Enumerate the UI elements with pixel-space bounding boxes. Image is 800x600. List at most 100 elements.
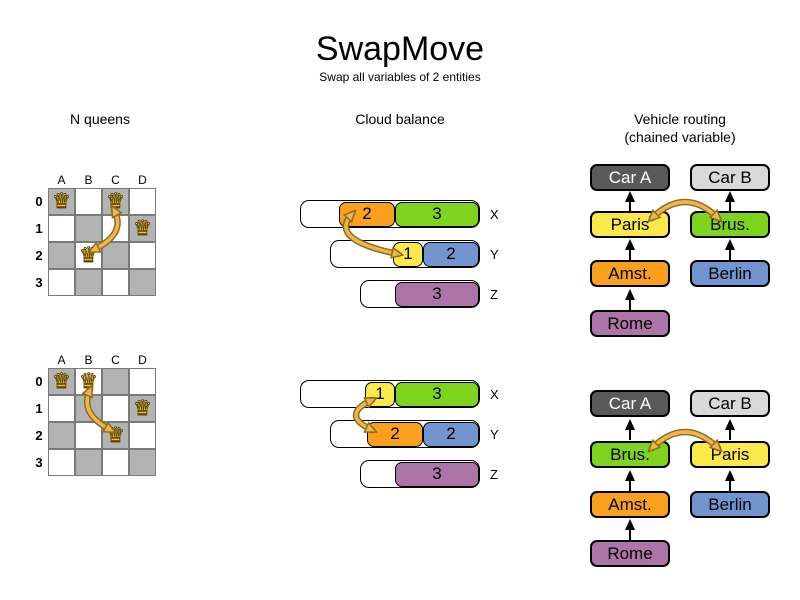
queen-icon: ♛: [52, 190, 72, 214]
row-label: 1: [35, 221, 43, 236]
board-cell: [75, 269, 102, 296]
queen-icon: ♛: [79, 370, 99, 394]
vehicle-box-city: Paris: [590, 211, 670, 238]
cloud-bar-z-after: 3: [360, 460, 480, 488]
col-label: A: [57, 353, 66, 367]
vehicle-header-line2: (chained variable): [624, 129, 736, 145]
queen-icon: ♛: [106, 190, 126, 214]
board-cell: ♛: [75, 368, 102, 395]
row-label: 2: [35, 428, 43, 443]
board-col-labels: A B C D: [48, 352, 156, 368]
queen-icon: ♛: [133, 217, 153, 241]
chain-arrow-icon: [625, 289, 635, 310]
col-label: C: [111, 173, 120, 187]
nqueens-board-before: A B C D 0 ♛ ♛ 1 ♛ 2 ♛: [30, 172, 156, 296]
col-label: D: [138, 353, 147, 367]
process-block: 1: [393, 241, 423, 267]
board-cell: ♛: [75, 242, 102, 269]
board-col-labels: A B C D: [48, 172, 156, 188]
computer-label: Y: [490, 427, 499, 442]
board-cell: [129, 269, 156, 296]
computer-label: X: [490, 387, 499, 402]
col-label: D: [138, 173, 147, 187]
vehicle-box-city: Paris: [690, 441, 770, 468]
board-cell: [102, 395, 129, 422]
queen-icon: ♛: [79, 244, 99, 268]
queen-icon: ♛: [52, 370, 72, 394]
computer-label: Z: [490, 467, 498, 482]
cloud-header: Cloud balance: [355, 111, 445, 127]
chain-arrow-icon: [625, 191, 635, 212]
board-cell: [102, 269, 129, 296]
board-cell: [48, 242, 75, 269]
board-cell: [48, 395, 75, 422]
process-block: 3: [395, 381, 479, 407]
chain-arrow-icon: [625, 519, 635, 540]
vehicle-box-city: Berlin: [690, 260, 770, 287]
chain-arrow-icon: [725, 191, 735, 212]
col-label: B: [84, 173, 93, 187]
chain-arrow-icon: [625, 470, 635, 491]
board-cell: [129, 242, 156, 269]
process-block: 2: [339, 201, 395, 227]
row-label: 2: [35, 248, 43, 263]
board-cell: ♛: [129, 215, 156, 242]
row-label: 1: [35, 401, 43, 416]
process-block: 2: [423, 241, 479, 267]
vehicle-box-car-b: Car B: [690, 164, 770, 191]
vehicle-box-city: Brus.: [690, 211, 770, 238]
chain-arrow-icon: [725, 419, 735, 440]
vehicle-box-city: Brus.: [590, 441, 670, 468]
board-cell: [102, 215, 129, 242]
process-block: 3: [395, 281, 479, 307]
process-block: 2: [367, 421, 423, 447]
vehicle-box-city: Rome: [590, 310, 670, 337]
board-cell: ♛: [102, 188, 129, 215]
computer-label: Z: [490, 287, 498, 302]
vehicle-box-car-a: Car A: [590, 164, 670, 191]
cloud-bar-x-before: 2 3: [300, 200, 480, 228]
vehicle-box-car-a: Car A: [590, 390, 670, 417]
computer-label: X: [490, 207, 499, 222]
queen-icon: ♛: [133, 397, 153, 421]
col-label: A: [57, 173, 66, 187]
board-cell: [75, 395, 102, 422]
board-cell: [129, 188, 156, 215]
row-label: 3: [35, 455, 43, 470]
board-cell: [102, 242, 129, 269]
board-cell: [102, 449, 129, 476]
page-title: SwapMove: [315, 30, 485, 68]
board-cell: [75, 188, 102, 215]
cloud-bar-z-before: 3: [360, 280, 480, 308]
cloud-bar-x-after: 1 3: [300, 380, 480, 408]
chain-arrow-icon: [625, 419, 635, 440]
col-label: C: [111, 353, 120, 367]
row-label: 0: [35, 374, 43, 389]
computer-label: Y: [490, 247, 499, 262]
board-cell: [102, 368, 129, 395]
vehicle-box-city: Rome: [590, 540, 670, 567]
process-block: 2: [423, 421, 479, 447]
board-cell: [75, 215, 102, 242]
nqueens-header: N queens: [70, 111, 130, 127]
process-block: 1: [365, 381, 395, 407]
vehicle-header-line1: Vehicle routing: [634, 111, 726, 127]
row-label: 3: [35, 275, 43, 290]
board-cell: [75, 422, 102, 449]
cloud-bar-y-after: 2 2: [330, 420, 480, 448]
cloud-bar-y-before: 1 2: [330, 240, 480, 268]
board-cell: ♛: [48, 368, 75, 395]
vehicle-header: Vehicle routing (chained variable): [596, 110, 764, 146]
board-cell: [129, 449, 156, 476]
board-cell: [48, 449, 75, 476]
col-label: B: [84, 353, 93, 367]
board-cell: ♛: [102, 422, 129, 449]
chess-grid: 0 ♛ ♛ 1 ♛ 2 ♛ 3: [30, 188, 156, 296]
page-subtitle: Swap all variables of 2 entities: [319, 70, 481, 84]
board-cell: [48, 422, 75, 449]
process-block: 3: [395, 201, 479, 227]
chain-arrow-icon: [725, 470, 735, 491]
board-cell: ♛: [48, 188, 75, 215]
board-cell: [48, 269, 75, 296]
